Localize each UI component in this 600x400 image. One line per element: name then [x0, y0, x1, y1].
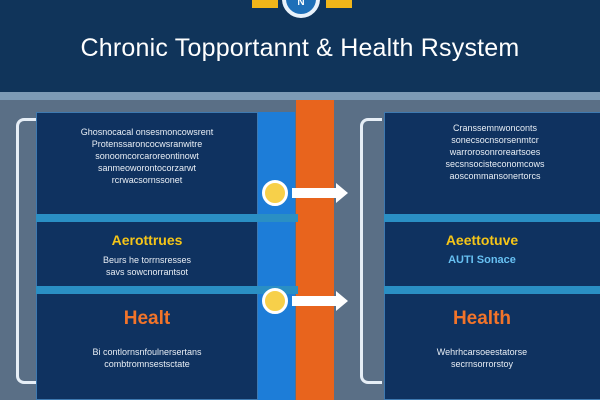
badge-wing-left	[252, 0, 278, 8]
right-bottom-text: Wehrhcarsoeestatorse secrnsorrorstoy	[436, 347, 528, 369]
left-mid-text: Beurs he torrnsresses savs sowcnorrantso…	[102, 255, 192, 277]
connector-arrow-1	[292, 183, 348, 203]
right-mid-subtitle: AUTI Sonace	[448, 254, 516, 266]
connector-node-1	[262, 180, 288, 206]
header-band	[0, 92, 600, 100]
left-bottom-text: Bi contlornsnfoulnersertans combtromnses…	[92, 347, 202, 369]
right-divider-2	[384, 286, 600, 294]
header-bar: N Chronic Topportannt & Health Rsystem	[0, 0, 600, 92]
right-divider-1	[384, 214, 600, 222]
left-panel	[36, 112, 258, 400]
right-mid-title: Aeettotuve	[445, 232, 519, 248]
connector-arrow-2	[292, 291, 348, 311]
badge-letter: N	[297, 0, 305, 8]
left-divider-2	[36, 286, 298, 294]
right-bracket	[360, 118, 382, 384]
left-top-text: Ghosnocacal onsesmoncowsrent Protenssaro…	[80, 127, 214, 185]
right-panel	[384, 112, 600, 400]
page-title: Chronic Topportannt & Health Rsystem	[80, 34, 520, 62]
logo-badge-icon: N	[282, 0, 320, 18]
right-bottom-title: Health	[452, 308, 512, 329]
badge-wing-right	[326, 0, 352, 8]
left-divider-1	[36, 214, 298, 222]
center-spine	[296, 100, 334, 400]
left-bottom-title: Healt	[123, 308, 171, 329]
connector-node-2	[262, 288, 288, 314]
left-mid-title: Aerottrues	[111, 232, 183, 248]
right-top-text: Cranssemnwonconts sonecsocnsorsenmtcr wa…	[445, 123, 545, 181]
left-bracket	[16, 118, 38, 384]
left-accent-bar	[255, 112, 295, 400]
